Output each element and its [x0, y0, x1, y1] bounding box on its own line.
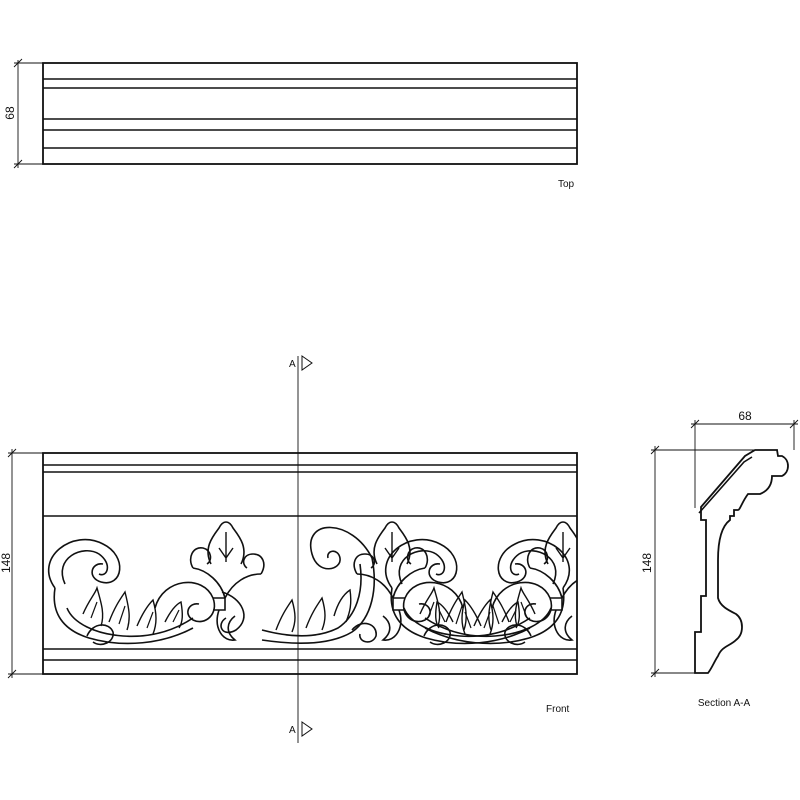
- top-view: 68 Top: [3, 58, 578, 190]
- section-line-a: A A: [289, 355, 313, 743]
- ornament-frieze: [47, 521, 577, 646]
- section-marker-top: A: [289, 359, 296, 370]
- section-view-label: Section A-A: [698, 698, 751, 709]
- section-marker-bottom: A: [289, 725, 296, 736]
- front-view-label: Front: [546, 704, 570, 715]
- section-height-label: 148: [640, 553, 654, 573]
- front-height-label: 148: [0, 553, 13, 573]
- front-height-dimension: 148: [0, 448, 43, 679]
- front-view: A A 148 Front: [0, 355, 578, 743]
- top-height-dimension: 68: [3, 58, 43, 169]
- section-width-label: 68: [738, 409, 752, 423]
- top-view-label: Top: [558, 179, 575, 190]
- top-height-label: 68: [3, 106, 17, 120]
- section-width-dimension: 68: [690, 409, 799, 508]
- section-view: 68 148 Section A-A: [640, 409, 799, 709]
- section-height-dimension: 148: [640, 445, 778, 678]
